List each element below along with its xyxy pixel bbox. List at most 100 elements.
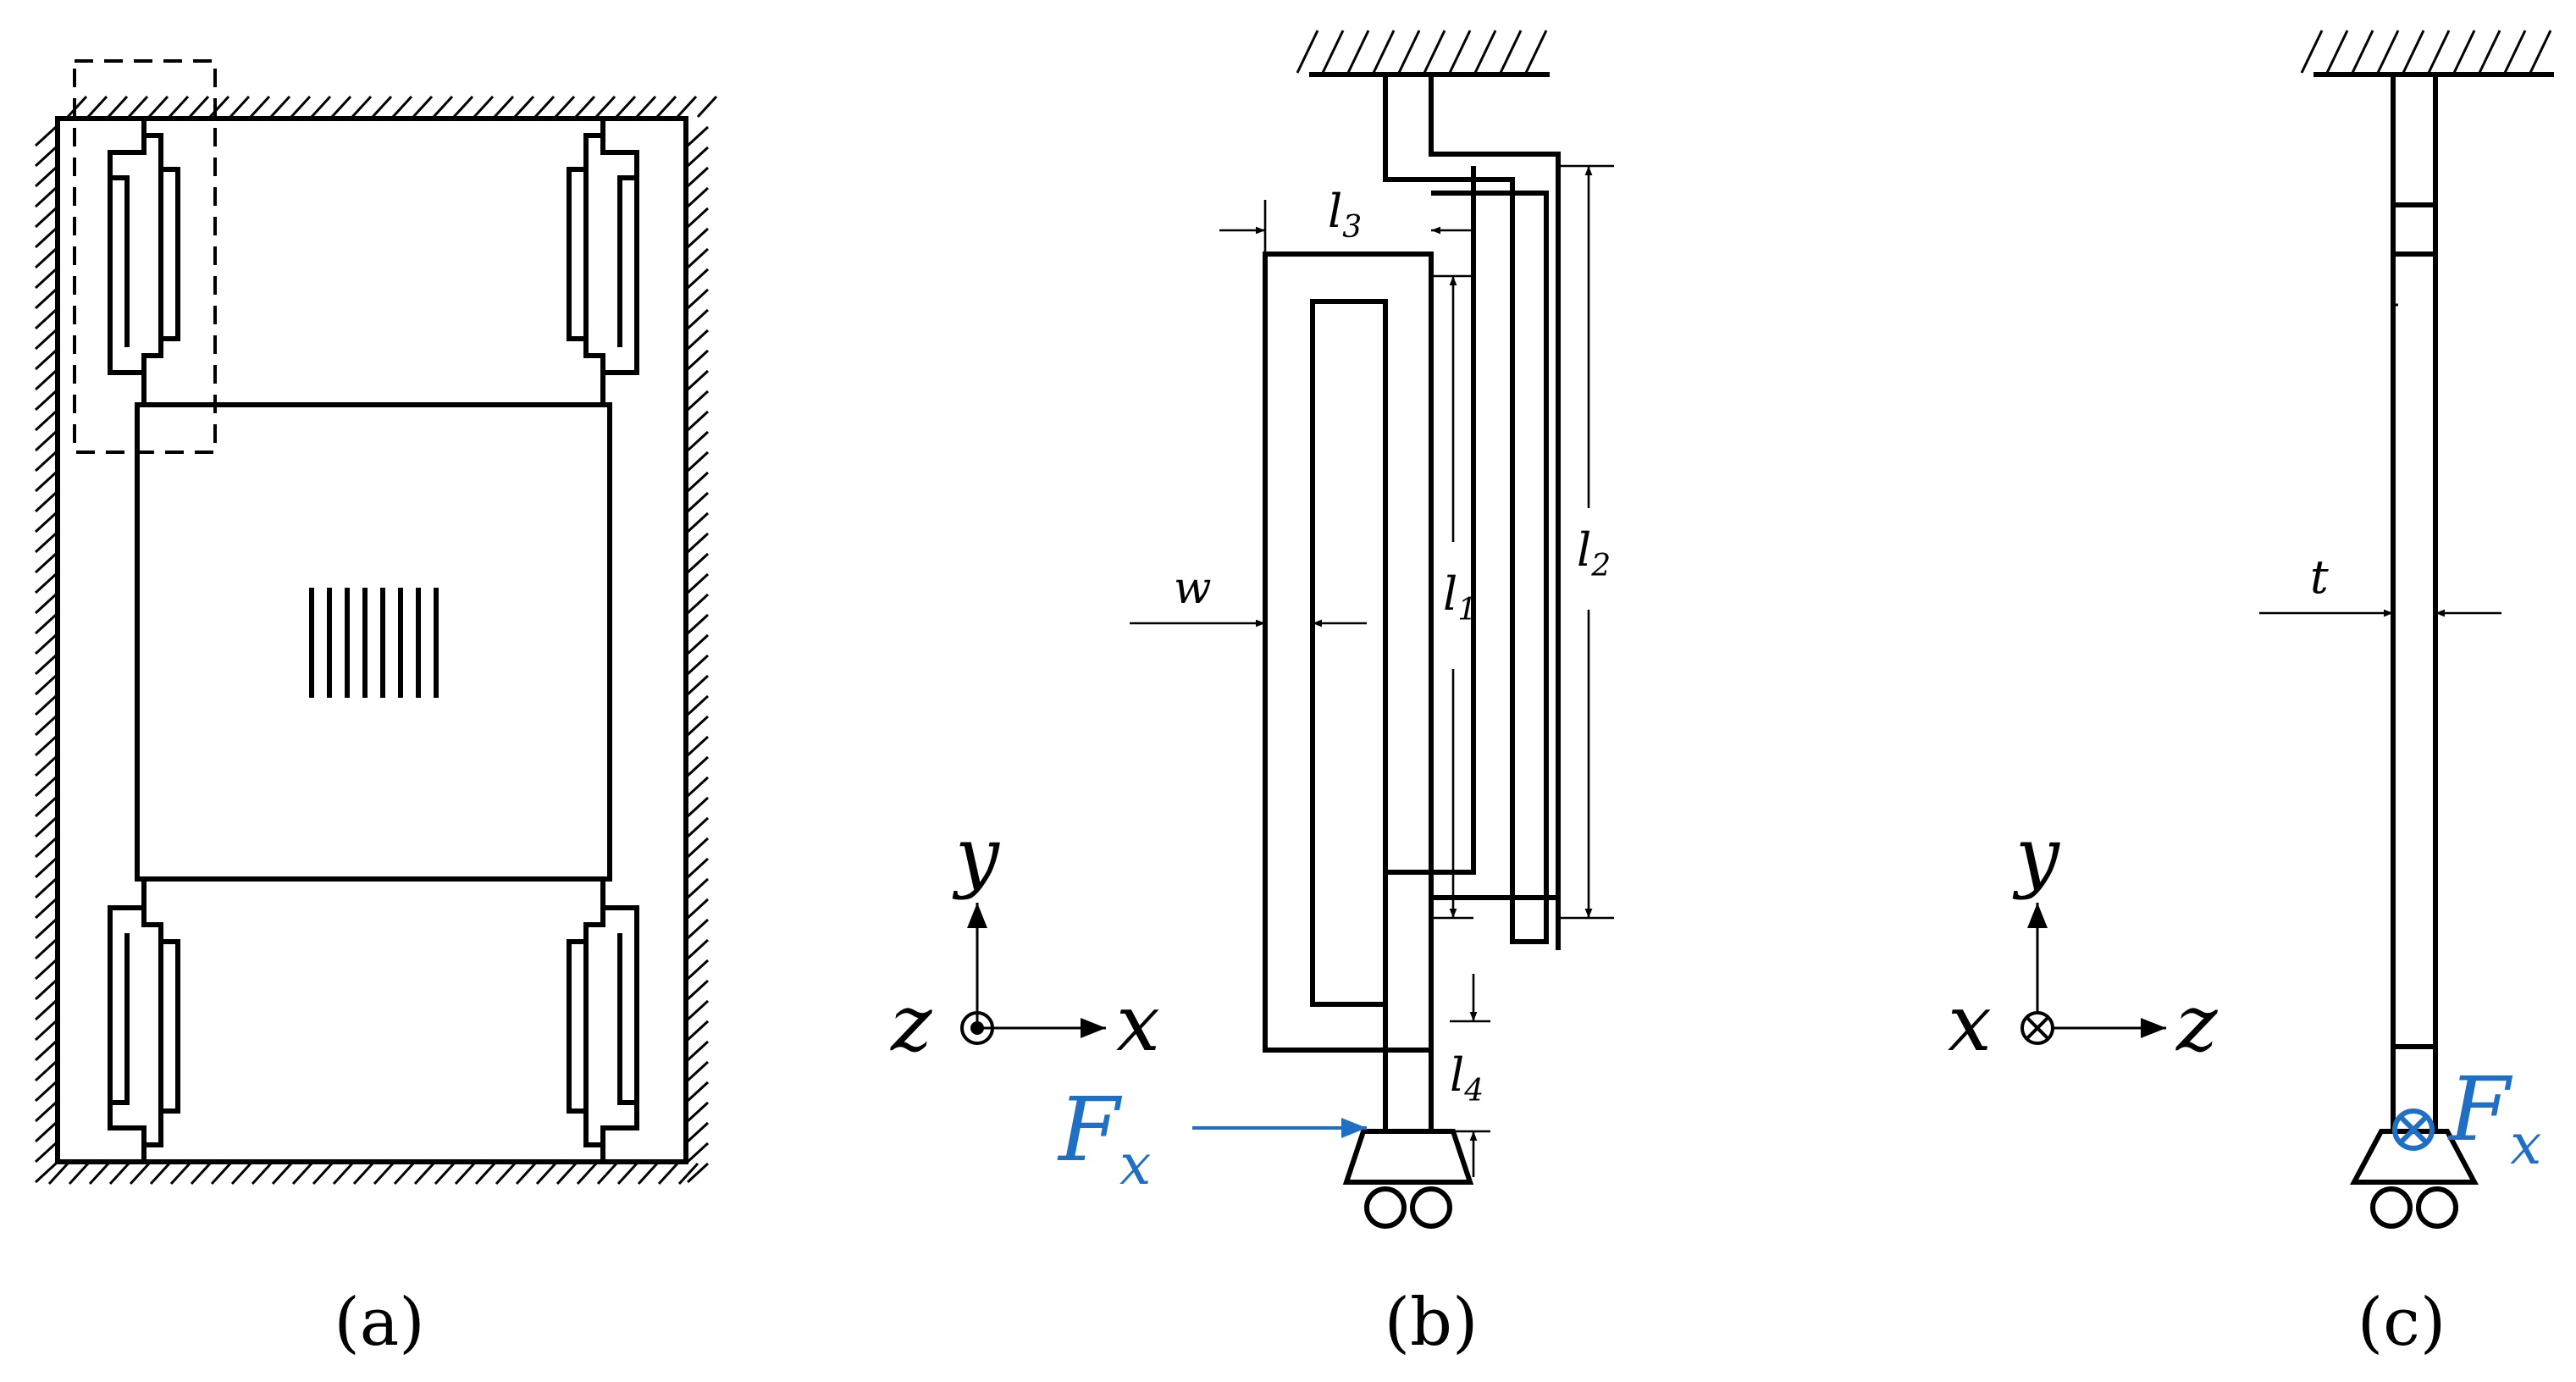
hatch-line <box>34 207 58 229</box>
hatch-line <box>34 735 58 757</box>
hatch-line <box>686 430 710 452</box>
hatch-line <box>686 898 710 920</box>
hatch-line <box>34 898 58 920</box>
hatch-line <box>686 593 710 615</box>
hatch-line <box>686 146 710 168</box>
hatch-line <box>310 95 332 119</box>
hatch-line <box>686 288 710 310</box>
hatch-line <box>686 918 710 940</box>
hatch-line <box>686 1142 710 1164</box>
hatch-line <box>594 95 616 119</box>
hatch-line <box>657 1162 679 1186</box>
hatch-line <box>34 1040 58 1062</box>
hatch-line <box>107 95 129 119</box>
hatch-line <box>34 999 58 1021</box>
hatch-line <box>34 1101 58 1123</box>
hatch-line <box>686 715 710 737</box>
hatch-line <box>686 877 710 899</box>
hatch-line <box>686 186 710 208</box>
hatch-line <box>34 796 58 818</box>
hatch-line <box>271 1162 293 1186</box>
hatch-line <box>188 95 210 119</box>
hatch-line <box>686 410 710 432</box>
hatch-line <box>686 633 710 655</box>
hatch-line <box>249 95 271 119</box>
hatch-line <box>34 1142 58 1164</box>
hatch-line <box>34 268 58 290</box>
hatch-line <box>495 1162 517 1186</box>
hatch-line <box>34 816 58 838</box>
hatch-line <box>2427 30 2451 74</box>
hatch-line <box>127 95 149 119</box>
svg-text:l2: l2 <box>1577 523 1611 583</box>
hatch-line <box>330 95 352 119</box>
out-of-plane-dot <box>960 1011 994 1045</box>
dimension-l4: l4 <box>1450 974 1490 1177</box>
hatch-line <box>351 95 373 119</box>
hatch-line <box>686 207 710 229</box>
hatch-line <box>34 329 58 351</box>
hatch-line <box>515 1162 537 1186</box>
svg-text:l3: l3 <box>1328 185 1362 245</box>
hatch-line <box>1448 30 1472 74</box>
svg-text:y: y <box>952 810 1000 901</box>
hatch-line <box>535 1162 557 1186</box>
hatch-line <box>34 877 58 899</box>
svg-text:z: z <box>2175 978 2218 1069</box>
hatch-line <box>1397 30 1421 74</box>
hatch-line <box>34 369 58 391</box>
hatch-line <box>686 654 710 676</box>
hatch-line <box>34 390 58 412</box>
hatch-line <box>34 1081 58 1103</box>
hatch-line <box>686 390 710 412</box>
hatch-line <box>1423 30 1446 74</box>
hatch-line <box>686 816 710 838</box>
hatch-line <box>34 572 58 594</box>
hatch-line <box>412 95 434 119</box>
roller-support-c <box>2350 1129 2479 1229</box>
hatch-line <box>34 938 58 960</box>
flexure-spring-top-right <box>567 119 639 405</box>
svg-text:t: t <box>2310 550 2329 604</box>
fixed-support-b <box>1296 30 1550 77</box>
flexure-spring-bottom-right <box>567 879 639 1162</box>
hatch-line <box>34 227 58 249</box>
hatch-line <box>34 125 58 147</box>
svg-text:Fx: Fx <box>2447 1058 2541 1177</box>
hatch-line <box>576 1162 598 1186</box>
hatch-line <box>34 715 58 737</box>
svg-text:z: z <box>890 978 932 1069</box>
into-page-cross-icon <box>2392 1108 2435 1151</box>
hatch-line <box>332 1162 354 1186</box>
hatch-line <box>210 1162 232 1186</box>
hatch-line <box>393 1162 415 1186</box>
hatch-line <box>677 1162 699 1186</box>
hatch-line <box>34 654 58 676</box>
hatch-line <box>371 95 393 119</box>
hatch-line <box>169 1162 191 1186</box>
hatch-line <box>686 1081 710 1103</box>
hatch-line <box>34 186 58 208</box>
svg-text:x: x <box>1948 978 1992 1069</box>
hatch-line <box>686 1162 710 1184</box>
force-arrow-fx-b: Fx <box>1057 1078 1367 1197</box>
dimension-l2: l2 <box>1558 164 1614 920</box>
hatch-line <box>34 1121 58 1143</box>
detail-box <box>73 59 217 454</box>
hatch-line <box>1321 30 1345 74</box>
hatch-line <box>373 1162 395 1186</box>
hatch-line <box>473 95 495 119</box>
hatch-line <box>208 95 230 119</box>
hatch-line <box>34 552 58 574</box>
hatch-line <box>686 674 710 696</box>
hatch-line <box>229 95 251 119</box>
hatch-line <box>686 1121 710 1143</box>
dimension-l1: l1 <box>1431 274 1477 920</box>
hatch-line <box>147 95 169 119</box>
svg-text:x: x <box>1116 978 1160 1069</box>
hatch-line <box>34 511 58 533</box>
coordinate-axes-c: y z x <box>1948 810 2218 1069</box>
hatch-line <box>686 369 710 391</box>
hatch-line <box>686 999 710 1021</box>
